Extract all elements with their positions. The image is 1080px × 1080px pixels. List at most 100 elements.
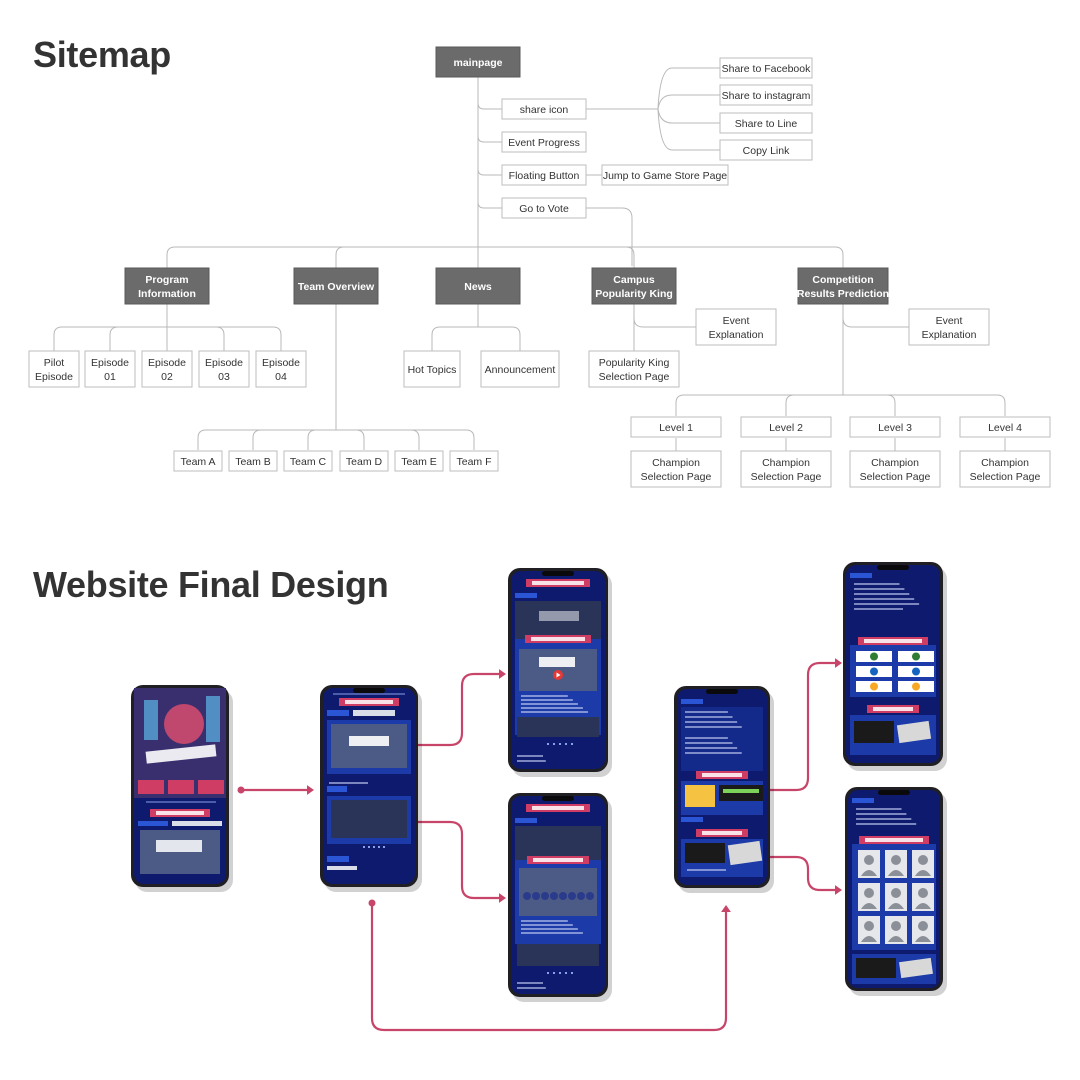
screen-text-line (517, 982, 543, 984)
team-child-team-e-box (394, 450, 444, 472)
tab-pill (327, 786, 347, 792)
node-floating-button-label: Floating Button (509, 170, 580, 182)
team-member (550, 892, 558, 900)
level-4: Level 4 (959, 416, 1051, 438)
node-share-icon-box (501, 98, 587, 120)
program-child-line (109, 326, 119, 351)
carousel-dot (547, 972, 549, 974)
screen-text-line (687, 869, 726, 871)
section-news-box (435, 267, 521, 305)
node-go-to-vote-label: Go to Vote (519, 203, 569, 215)
hero-title-text (145, 744, 217, 764)
program-child-episode-02-label: 02 (161, 371, 173, 383)
level-1: Level 1 (630, 416, 722, 438)
program-child-line (272, 326, 282, 351)
tab-pill (681, 699, 703, 704)
screen-text-line (856, 818, 912, 820)
mainpage-node-label: mainpage (453, 57, 502, 69)
team-child-team-b: Team B (228, 450, 278, 472)
arrow-program-to-campus (370, 901, 728, 1032)
tab-pill (172, 821, 222, 826)
avatar-body (915, 903, 931, 909)
tab-pill (327, 866, 357, 870)
node-share-to-facebook-box (719, 57, 813, 79)
screen-text-line (856, 813, 907, 815)
section-competition-results-prediction-label: Competition (812, 274, 873, 286)
team-logo (912, 682, 920, 691)
screen-text-line (517, 760, 546, 762)
team-member (541, 892, 549, 900)
team-logo (870, 667, 878, 676)
screen-text-line (685, 737, 728, 739)
team-member (559, 892, 567, 900)
background-title (539, 611, 579, 621)
section-news: News (435, 267, 521, 305)
ticket-image (727, 840, 763, 866)
screen-text-line (521, 932, 583, 934)
section-program-information-label: Information (138, 288, 196, 300)
screen-text-line (685, 716, 733, 718)
level-4-champion-selection-page-box (959, 450, 1051, 488)
mainpage-node-box (435, 46, 521, 78)
program-child-episode-04-label: 04 (275, 371, 287, 383)
arrow-program-to-episode (368, 672, 502, 747)
team-child-team-c-box (283, 450, 333, 472)
level-line (996, 394, 1006, 416)
avatar-body (861, 903, 877, 909)
screen-text-line (854, 603, 920, 605)
campus-event-explanation-box (695, 308, 777, 346)
team-child-line (307, 429, 317, 450)
banner-text (702, 831, 742, 835)
program-child-pilot-episode-label: Pilot (44, 357, 65, 369)
level-4-champion-selection-page-label: Selection Page (970, 471, 1041, 483)
phone-home (131, 685, 233, 892)
vote-to-campus-line (586, 207, 633, 266)
level-2-label: Level 2 (769, 422, 803, 434)
news-child-hot-topics-label: Hot Topics (408, 364, 457, 376)
level-1-champion-selection-page-label: Selection Page (641, 471, 712, 483)
carousel-dot (559, 743, 561, 745)
screen-text-line (856, 808, 902, 810)
node-jump-to-game-store-page: Jump to Game Store Page (601, 164, 729, 186)
node-floating-button-box (501, 164, 587, 186)
ticket-image (896, 720, 932, 744)
node-event-progress-box (501, 131, 587, 153)
carousel-dot (571, 743, 573, 745)
sitemap-heading: Sitemap (33, 34, 171, 75)
avatar-body (861, 870, 877, 876)
date-card (168, 780, 194, 794)
node-copy-link-label: Copy Link (743, 145, 790, 157)
phone-notch (353, 688, 385, 693)
carousel-dot (571, 972, 573, 974)
node-share-to-line-box (719, 112, 813, 134)
vote-title (685, 843, 725, 863)
tab-pill (353, 710, 395, 716)
screen-text-line (521, 703, 578, 705)
prediction-title-text (723, 789, 759, 793)
avatar-icon (891, 888, 901, 898)
screen-text-line (685, 742, 733, 744)
section-campus-popularity-king-box (591, 267, 677, 305)
mainpage-node: mainpage (435, 46, 521, 78)
section-news-label: News (464, 281, 492, 293)
news-child-announcement-label: Announcement (485, 364, 556, 376)
arrow-program-to-team (368, 820, 502, 900)
team-child-team-e-label: Team E (401, 456, 437, 468)
tab-pill (852, 798, 874, 803)
team-child-team-f-label: Team F (456, 456, 491, 468)
level-3-box (849, 416, 941, 438)
tab-pill (681, 817, 703, 822)
play-triangle (556, 672, 561, 678)
share-branch (657, 108, 720, 151)
background-photo (517, 944, 599, 966)
arrow-campus-to-popularity (722, 855, 838, 892)
phone-notch (542, 571, 574, 576)
prediction-image (685, 785, 715, 807)
team-child-line (252, 429, 262, 450)
campus-event-explanation-label: Event (723, 315, 750, 327)
campus-explanation-line (633, 317, 696, 328)
carousel-dot (373, 846, 375, 848)
